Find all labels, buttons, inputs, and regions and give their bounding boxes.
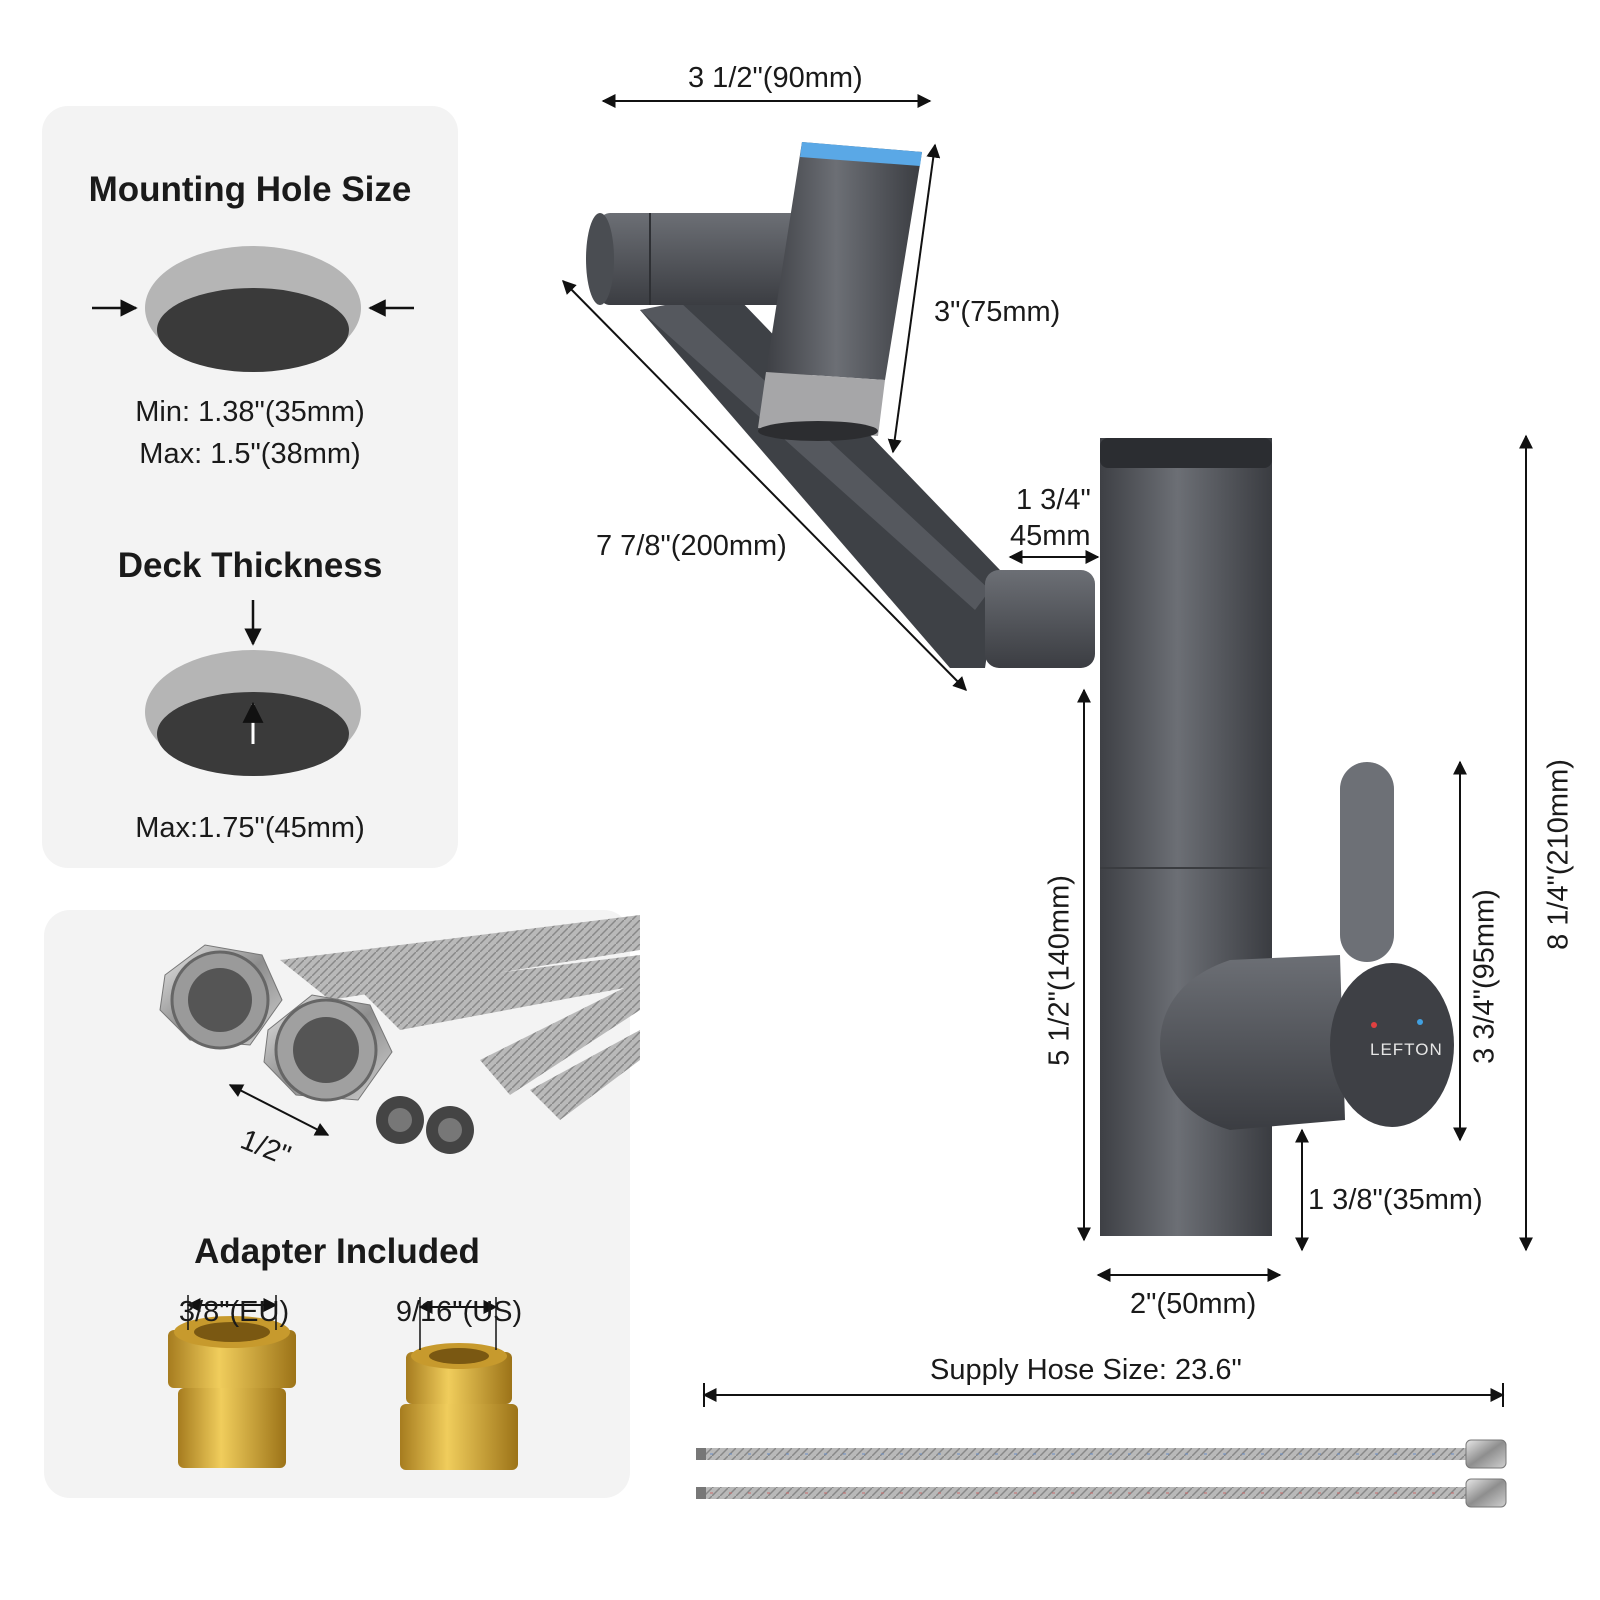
adapter-us-icon <box>400 1297 518 1470</box>
mounting-hole-icon <box>145 246 361 372</box>
mounting-hole-max: Max: 1.5"(38mm) <box>139 438 361 470</box>
adapter-eu-icon <box>168 1295 296 1468</box>
mounting-hole-min: Min: 1.38"(35mm) <box>135 396 365 428</box>
mounting-hole-title: Mounting Hole Size <box>88 170 412 209</box>
supply-hose-icon <box>696 1439 1507 1469</box>
deck-thickness-max: Max:1.75"(45mm) <box>135 812 365 844</box>
dimension-spout-line <box>562 280 967 691</box>
dim-spout-height: 5 1/2"(140mm) <box>1043 875 1076 1066</box>
supply-hose-label: Supply Hose Size: 23.6" <box>930 1354 1242 1386</box>
adapter-eu-label: 3/8"(EU) <box>178 1296 290 1328</box>
supply-hose-icon <box>696 1478 1507 1508</box>
brand-logo: LEFTON <box>1370 1040 1443 1059</box>
hose-fittings-photo <box>159 915 640 1154</box>
dim-spout-length: 7 7/8"(200mm) <box>596 530 787 562</box>
dim-base-width: 2"(50mm) <box>1130 1288 1257 1320</box>
dim-joint-offset-a: 1 3/4" <box>1016 484 1091 516</box>
dim-joint-offset-b: 45mm <box>1010 520 1091 552</box>
adapter-title: Adapter Included <box>194 1232 480 1271</box>
dim-handle-base: 1 3/8"(35mm) <box>1308 1184 1483 1216</box>
adapter-us-label: 9/16"(US) <box>395 1296 523 1328</box>
dim-aerator-length: 3"(75mm) <box>934 296 1061 328</box>
deck-thickness-title: Deck Thickness <box>117 546 383 585</box>
dim-total-height: 8 1/4"(210mm) <box>1542 759 1575 950</box>
dim-handle-height: 3 3/4"(95mm) <box>1468 889 1501 1064</box>
dim-spout-top-width: 3 1/2"(90mm) <box>688 62 863 94</box>
